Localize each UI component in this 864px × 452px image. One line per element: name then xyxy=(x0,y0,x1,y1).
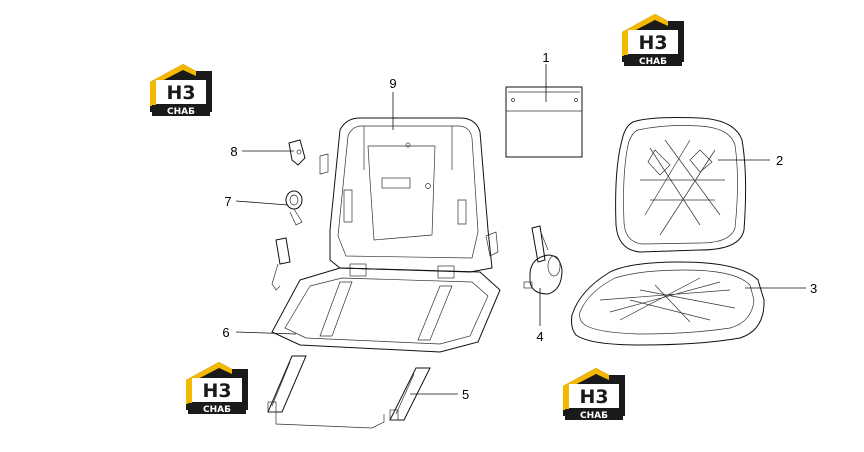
part-7-adjust-knob xyxy=(285,190,303,226)
callout-2: 2 xyxy=(776,153,783,168)
svg-text:СНАБ: СНАБ xyxy=(639,57,667,67)
part-5-slide-rails xyxy=(267,355,431,429)
part-6-seat-base-frame xyxy=(271,263,501,353)
callout-4: 4 xyxy=(536,329,543,344)
svg-text:H3: H3 xyxy=(202,380,231,402)
leader-lines xyxy=(235,64,806,395)
part-1-label-plate xyxy=(505,86,583,158)
callout-7: 7 xyxy=(224,194,231,209)
callout-3: 3 xyxy=(810,281,817,296)
callout-5: 5 xyxy=(462,387,469,402)
callout-1: 1 xyxy=(542,50,549,65)
part-4-lever-assembly xyxy=(523,225,563,295)
svg-text:СНАБ: СНАБ xyxy=(167,107,195,117)
svg-text:H3: H3 xyxy=(579,386,608,408)
callout-8: 8 xyxy=(230,144,237,159)
svg-text:H3: H3 xyxy=(638,32,667,54)
part-2-backrest-cushion xyxy=(615,117,747,253)
seat-belt-buckle xyxy=(271,237,291,291)
part-9-backrest-frame xyxy=(329,117,499,273)
part-3-seat-cushion xyxy=(571,261,765,346)
callout-9: 9 xyxy=(389,76,396,91)
svg-text:H3: H3 xyxy=(166,82,195,104)
svg-text:СНАБ: СНАБ xyxy=(203,405,231,415)
callout-6: 6 xyxy=(222,325,229,340)
svg-text:СНАБ: СНАБ xyxy=(580,411,608,421)
part-8-bracket xyxy=(288,139,329,175)
